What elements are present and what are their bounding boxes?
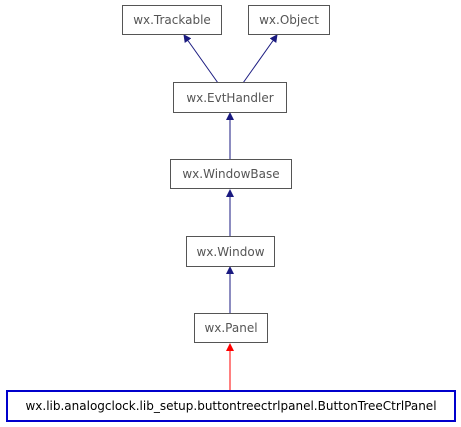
edge-evthandler-to-object <box>242 34 278 84</box>
edge-evthandler-to-trackable <box>183 34 219 84</box>
node-wx-evthandler[interactable]: wx.EvtHandler <box>173 82 287 113</box>
node-wx-window[interactable]: wx.Window <box>186 236 275 267</box>
node-wx-trackable[interactable]: wx.Trackable <box>122 5 222 35</box>
node-buttontreectrlpanel-current: wx.lib.analogclock.lib_setup.buttontreec… <box>6 390 456 422</box>
node-wx-panel[interactable]: wx.Panel <box>194 313 268 343</box>
node-wx-windowbase[interactable]: wx.WindowBase <box>170 159 292 189</box>
node-wx-object[interactable]: wx.Object <box>248 5 330 35</box>
